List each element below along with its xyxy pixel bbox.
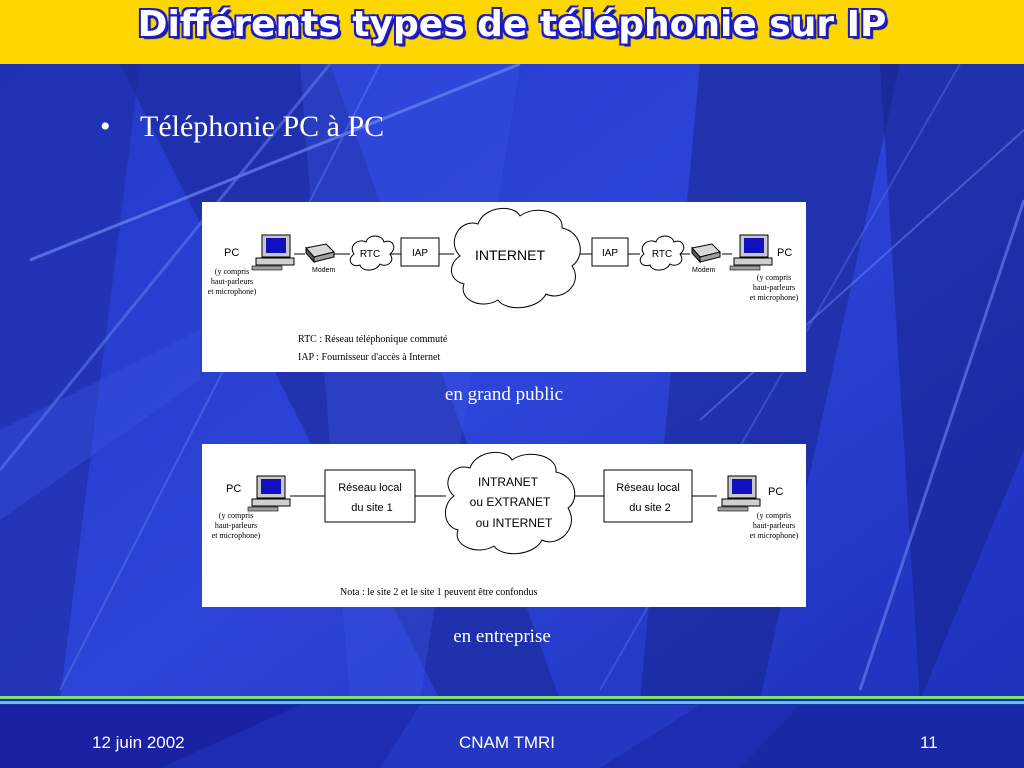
legend-rtc: RTC : Réseau téléphonique commuté [298, 334, 448, 345]
footer-center: CNAM TMRI [459, 733, 556, 752]
footer-divider [0, 701, 1024, 704]
pc-left-note-line: haut-parleurs [215, 521, 257, 530]
intranet-cloud [445, 452, 576, 555]
pc-right-label: PC [768, 486, 783, 498]
computer-icon [729, 234, 773, 271]
lan-site2-line1: Réseau local [616, 482, 680, 494]
slide-title: Différents types de téléphonie sur IP [137, 4, 887, 45]
iap-left-box [400, 237, 440, 267]
diagram-grand-public: PC (y compris haut-parleurs et microphon… [202, 202, 806, 372]
pc-left-note-line: et microphone) [208, 287, 257, 296]
pc-left-note-line: (y compris [219, 511, 253, 520]
rtc-cloud-right [639, 235, 685, 271]
pc-right-note-line: (y compris [757, 273, 791, 282]
pc-left-note-line: haut-parleurs [211, 277, 253, 286]
footer-date: 12 juin 2002 [92, 733, 185, 752]
legend-iap: IAP : Fournisseur d'accès à Internet [298, 352, 440, 363]
modem-icon [305, 243, 335, 264]
rtc-right-label: RTC [652, 249, 672, 260]
modem-icon [691, 243, 721, 264]
pc-left-label: PC [226, 483, 241, 495]
modem-right-label: Modem [692, 267, 716, 274]
pc-right-note-line: haut-parleurs [753, 521, 795, 530]
modem-left-label: Modem [312, 267, 336, 274]
internet-label: INTERNET [475, 247, 545, 263]
caption-grand-public: en grand public [444, 384, 564, 405]
bullet-text: Téléphonie PC à PC [140, 110, 385, 143]
cloud-line2: ou EXTRANET [470, 495, 551, 509]
bullet-dot: • [100, 110, 111, 143]
title-bar [0, 0, 1024, 64]
lan-site2-line2: du site 2 [629, 502, 671, 514]
rtc-left-label: RTC [360, 249, 380, 260]
pc-right-note-line: haut-parleurs [753, 283, 795, 292]
lan-site2-box [603, 469, 693, 523]
computer-icon [717, 475, 761, 512]
pc-right-note-line: et microphone) [750, 531, 799, 540]
diagram-entreprise: PC (y compris haut-parleurs et microphon… [202, 444, 806, 607]
lan-site1-box [324, 469, 416, 523]
pc-left-note-line: (y compris [215, 267, 249, 276]
lan-site1-line1: Réseau local [338, 482, 402, 494]
iap-right-box [591, 237, 629, 267]
computer-icon [247, 475, 291, 512]
caption-entreprise: en entreprise [453, 626, 551, 647]
pc-right-note-line: (y compris [757, 511, 791, 520]
internet-cloud [451, 208, 581, 309]
pc-left-label: PC [224, 247, 239, 259]
iap-left-label: IAP [412, 248, 428, 259]
rtc-cloud-left [349, 235, 395, 271]
pc-right-label: PC [777, 247, 792, 259]
pc-left-note-line: et microphone) [212, 531, 261, 540]
footer-page-number: 11 [920, 733, 938, 752]
diagram2-note: Nota : le site 2 et le site 1 peuvent êt… [340, 587, 538, 598]
pc-right-note-line: et microphone) [750, 293, 799, 302]
iap-right-label: IAP [602, 248, 618, 259]
cloud-line3: ou INTERNET [476, 516, 553, 530]
footer-divider [0, 696, 1024, 699]
cloud-line1: INTRANET [478, 475, 539, 489]
computer-icon [251, 234, 295, 271]
lan-site1-line2: du site 1 [351, 502, 393, 514]
bullet-item: • Téléphonie PC à PC [100, 110, 384, 144]
